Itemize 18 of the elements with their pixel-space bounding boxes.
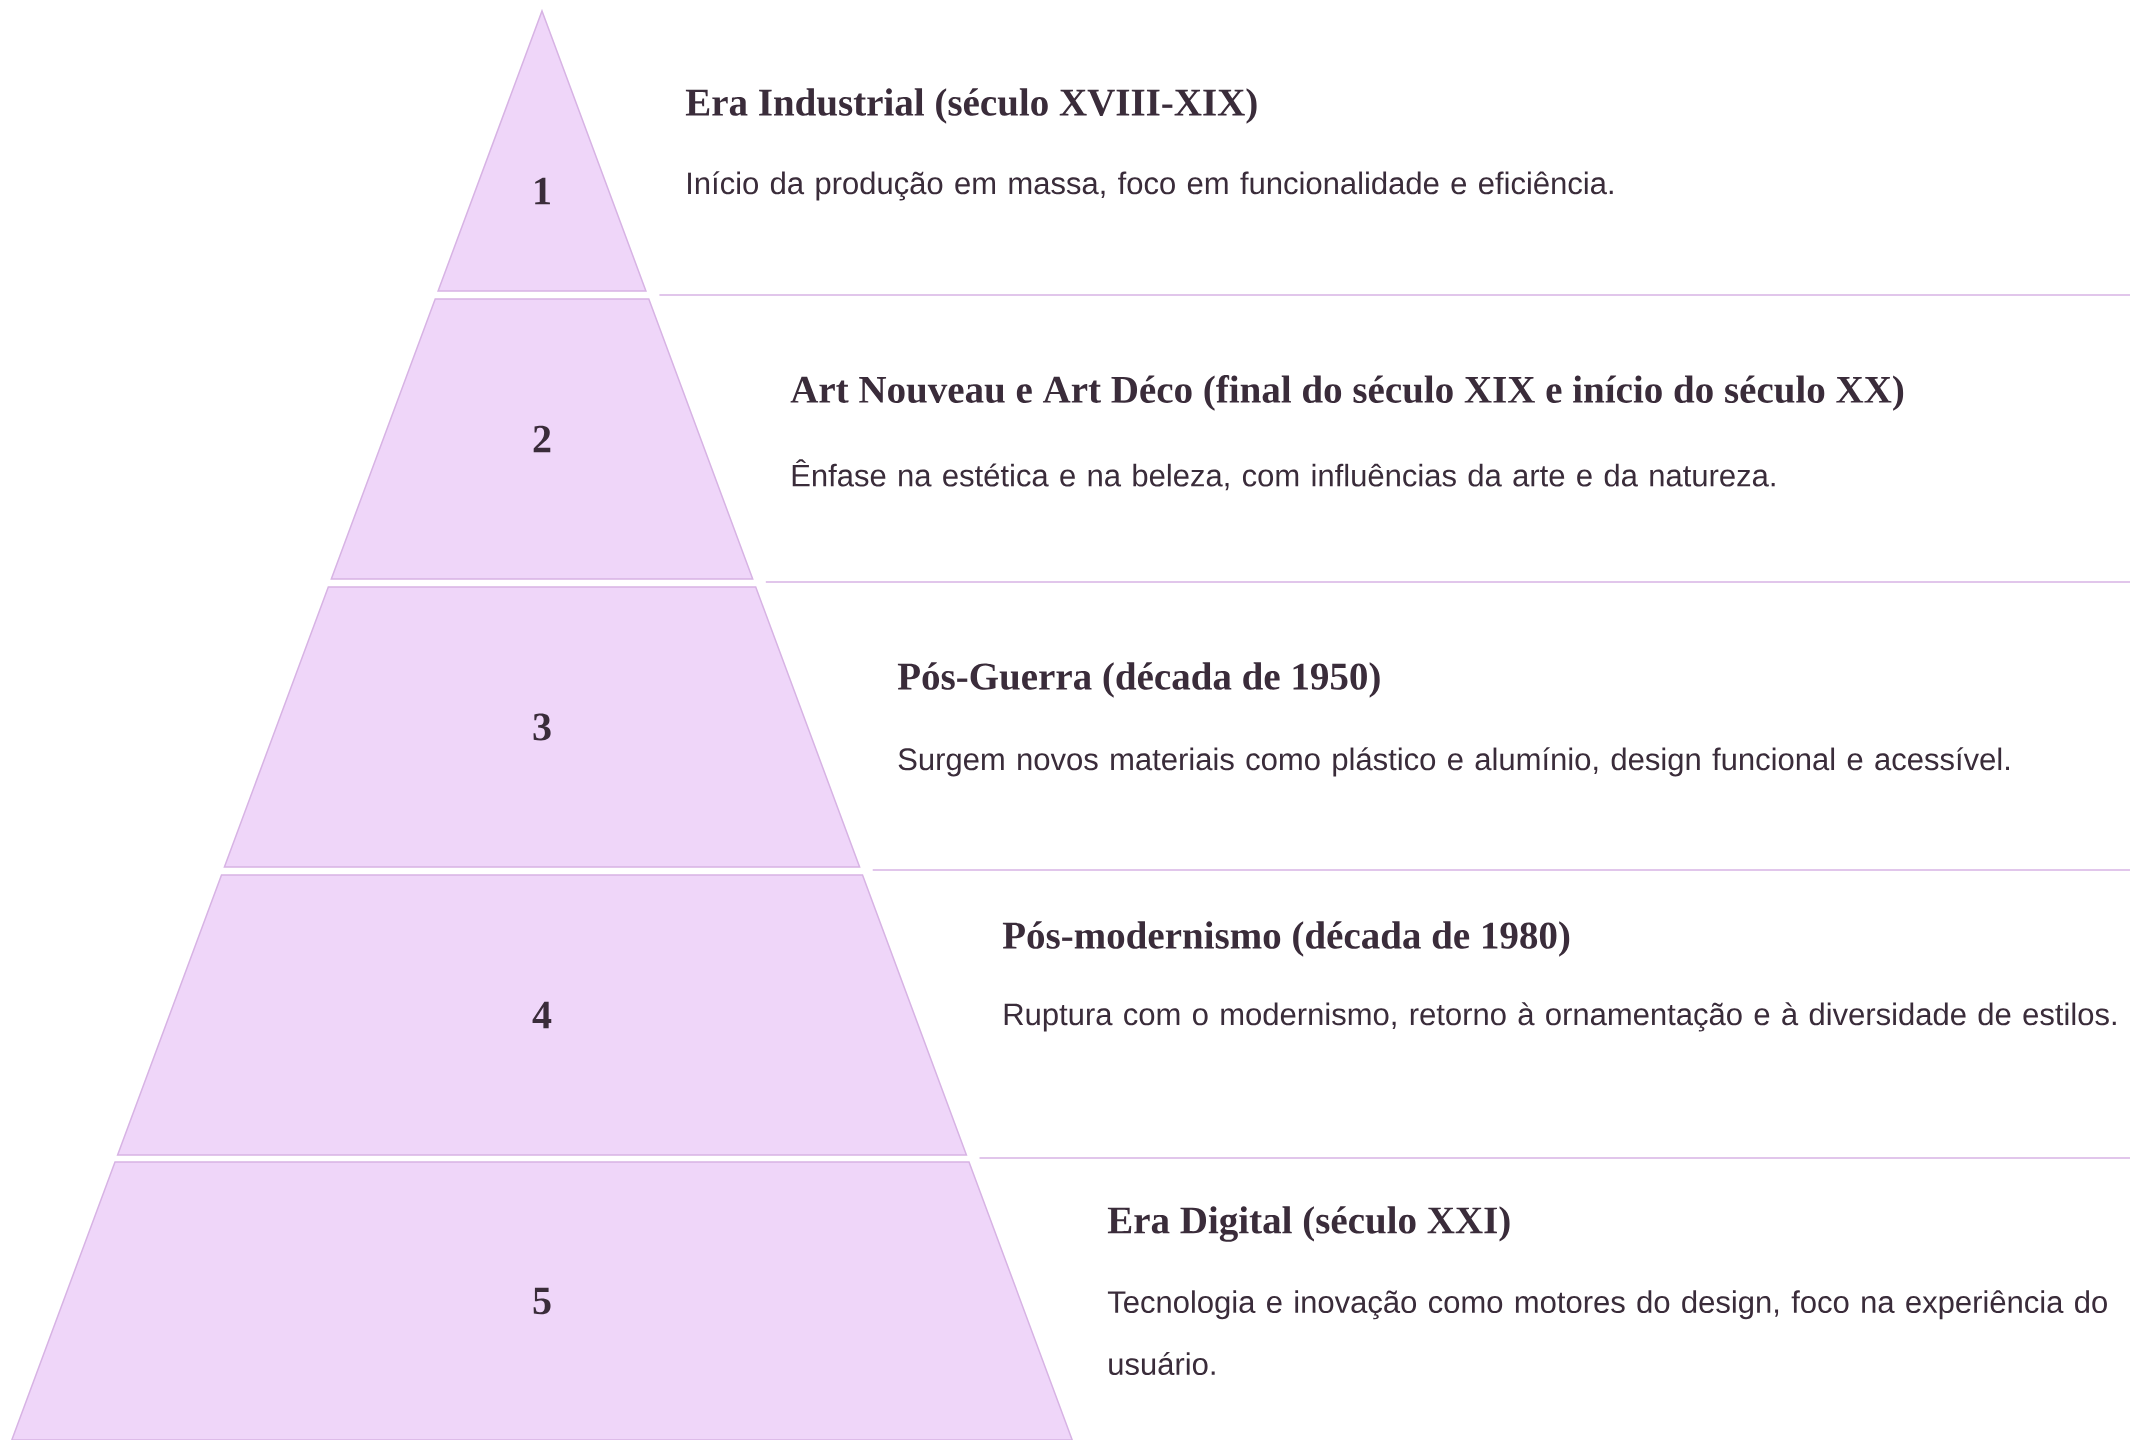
layer-number: 3 — [533, 713, 551, 741]
description: Ruptura com o modernismo, retorno à ornamentação e à diversidade de estilos. — [1004, 1002, 2116, 1032]
layer-number: 2 — [533, 425, 551, 453]
description: Ênfase na estética e na beleza, com influências da arte e da natureza. — [792, 459, 1775, 491]
heading: Art Nouveau e Art Déco (final do século XIX e início do século XX) — [790, 375, 1904, 411]
heading: Era Digital (século XXI) — [1107, 1206, 1510, 1242]
heading: Pós-modernismo (década de 1980) — [1002, 921, 1570, 957]
layer-number: 4 — [532, 1001, 552, 1029]
layer-number: 5 — [533, 1287, 551, 1315]
heading: Pós-Guerra (década de 1950) — [897, 662, 1380, 698]
description: Tecnologia e inovação como motores do design, foco na experiência do usuário. — [1107, 1290, 2107, 1376]
layer-number: 1 — [535, 177, 550, 205]
pyramid-layer — [223, 586, 861, 868]
heading: Era Industrial (século XVIII-XIX) — [685, 88, 1257, 124]
description: Surgem novos materiais como plástico e alumínio, design funcional e acessível. — [898, 747, 2009, 777]
pyramid-layer — [116, 874, 968, 1156]
pyramid-layer — [330, 298, 754, 580]
description: Início da produção em massa, foco em funcionalidade e eficiência. — [688, 171, 1613, 201]
